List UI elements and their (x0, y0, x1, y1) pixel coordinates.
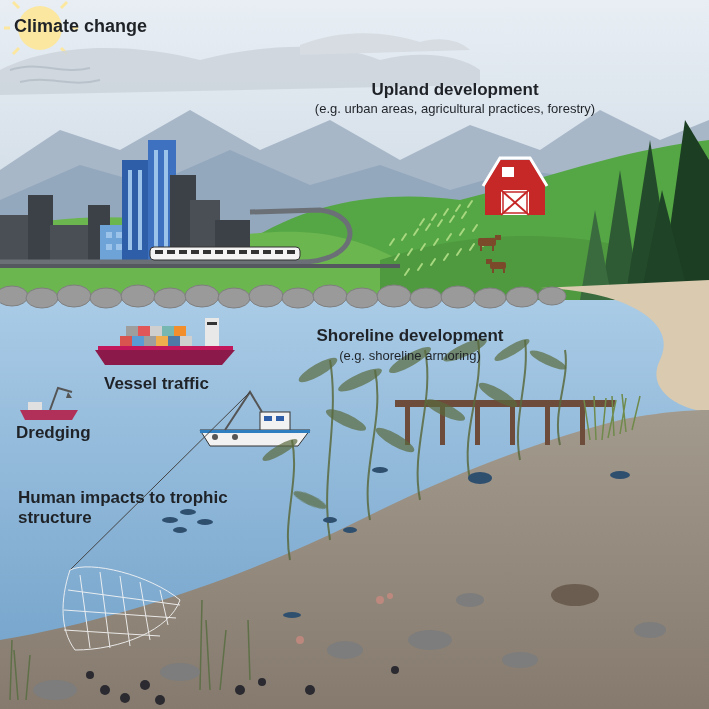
barn (483, 158, 547, 215)
cows (478, 235, 506, 273)
kelp (288, 340, 566, 560)
train (150, 247, 300, 260)
fish (162, 467, 630, 618)
crops (390, 201, 487, 275)
fishing-boat (70, 392, 310, 570)
shoreline-label: Shoreline development (290, 326, 530, 346)
vessel-label: Vessel traffic (104, 374, 254, 394)
shoreline-armoring (0, 285, 566, 308)
city (0, 140, 250, 260)
trophic-label: Human impacts to trophic structure (18, 488, 228, 527)
flatfish (551, 584, 599, 606)
seaweed (10, 600, 250, 700)
upland-label: Upland development (290, 80, 620, 100)
net (63, 567, 180, 650)
urchins (86, 666, 399, 705)
pier (395, 400, 615, 445)
shoreline-sublabel: (e.g. shoreline armoring) (310, 349, 510, 364)
dredge (20, 388, 78, 420)
marsh-grass (584, 394, 640, 440)
container-ship (95, 318, 235, 365)
climate-label: Climate change (14, 16, 214, 37)
seafloor-rocks (33, 593, 666, 700)
dredging-label: Dredging (16, 423, 116, 443)
forest (580, 120, 709, 300)
upland-sublabel: (e.g. urban areas, agricultural practice… (260, 102, 650, 117)
